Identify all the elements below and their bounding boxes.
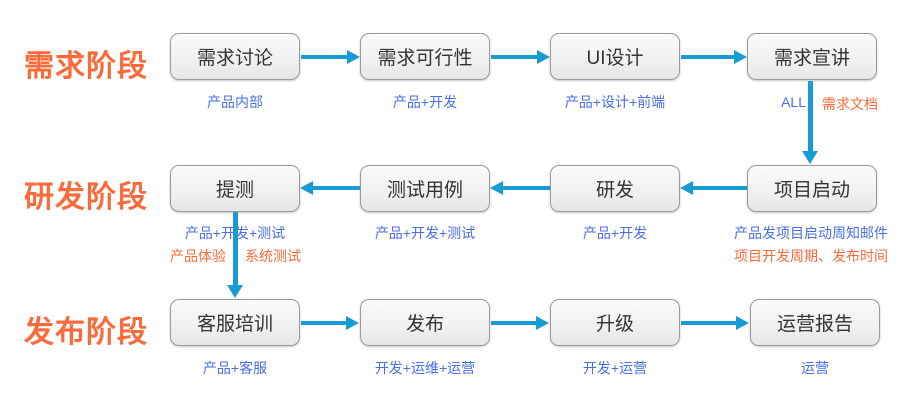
arrow-head xyxy=(490,181,503,195)
team-label-upgrade: 开发+运营 xyxy=(582,360,648,376)
arrow-shaft xyxy=(681,321,737,325)
team-label-test-cases: 产品+开发+测试 xyxy=(374,225,476,241)
team-label-requirement-discussion: 产品内部 xyxy=(207,94,263,110)
phase-label-development: 研发阶段 xyxy=(24,181,148,214)
node-development: 研发 xyxy=(550,165,680,212)
node-submit-for-test: 提测 xyxy=(170,165,300,212)
note-label-requirement-doc: 需求文档 xyxy=(822,96,878,112)
arrow-shaft xyxy=(301,321,347,325)
arrow-shaft xyxy=(313,186,360,190)
arrow-shaft xyxy=(233,212,238,286)
team-label-release: 开发+运维+运营 xyxy=(374,360,476,376)
node-requirement-discussion: 需求讨论 xyxy=(170,33,300,80)
arrow-head xyxy=(537,50,550,64)
node-operations-report: 运营报告 xyxy=(750,299,880,346)
team-label-training: 产品+客服 xyxy=(202,360,268,376)
phase-label-release: 发布阶段 xyxy=(24,316,148,349)
arrow-head xyxy=(736,316,749,330)
node-requirement-briefing: 需求宣讲 xyxy=(747,33,877,80)
arrow-head xyxy=(347,50,360,64)
note-label-system-test: 系统测试 xyxy=(245,248,301,264)
node-project-kickoff: 项目启动 xyxy=(747,165,877,212)
phase-label-requirements: 需求阶段 xyxy=(24,50,148,83)
arrow-shaft xyxy=(491,321,537,325)
node-upgrade: 升级 xyxy=(550,299,680,346)
note-label-project-kickoff: 项目开发周期、发布时间 xyxy=(734,248,888,264)
arrow-head xyxy=(734,50,747,64)
node-ui-design: UI设计 xyxy=(550,33,680,80)
arrow-shaft xyxy=(491,55,538,59)
node-test-cases: 测试用例 xyxy=(360,165,490,212)
arrow-shaft xyxy=(681,55,735,59)
arrow-head xyxy=(680,181,693,195)
arrow-head xyxy=(300,181,313,195)
arrow-shaft xyxy=(503,186,550,190)
arrow-head xyxy=(802,151,818,164)
team-label-project-kickoff: 产品发项目启动周知邮件 xyxy=(734,225,888,241)
node-release: 发布 xyxy=(360,299,490,346)
node-customer-service-training: 客服培训 xyxy=(170,299,300,346)
team-label-operations-report: 运营 xyxy=(801,360,829,376)
team-label-ui-design: 产品+设计+前端 xyxy=(564,94,666,110)
arrow-head xyxy=(346,316,359,330)
team-label-development: 产品+开发 xyxy=(582,225,648,241)
arrow-shaft xyxy=(808,81,813,152)
team-label-requirement-feasibility: 产品+开发 xyxy=(392,94,458,110)
note-label-product-experience: 产品体验 xyxy=(170,248,226,264)
team-label-briefing-all: ALL xyxy=(781,94,806,110)
arrow-head xyxy=(536,316,549,330)
arrow-head xyxy=(227,285,243,298)
arrow-shaft xyxy=(301,55,348,59)
arrow-shaft xyxy=(693,186,747,190)
node-requirement-feasibility: 需求可行性 xyxy=(360,33,490,80)
